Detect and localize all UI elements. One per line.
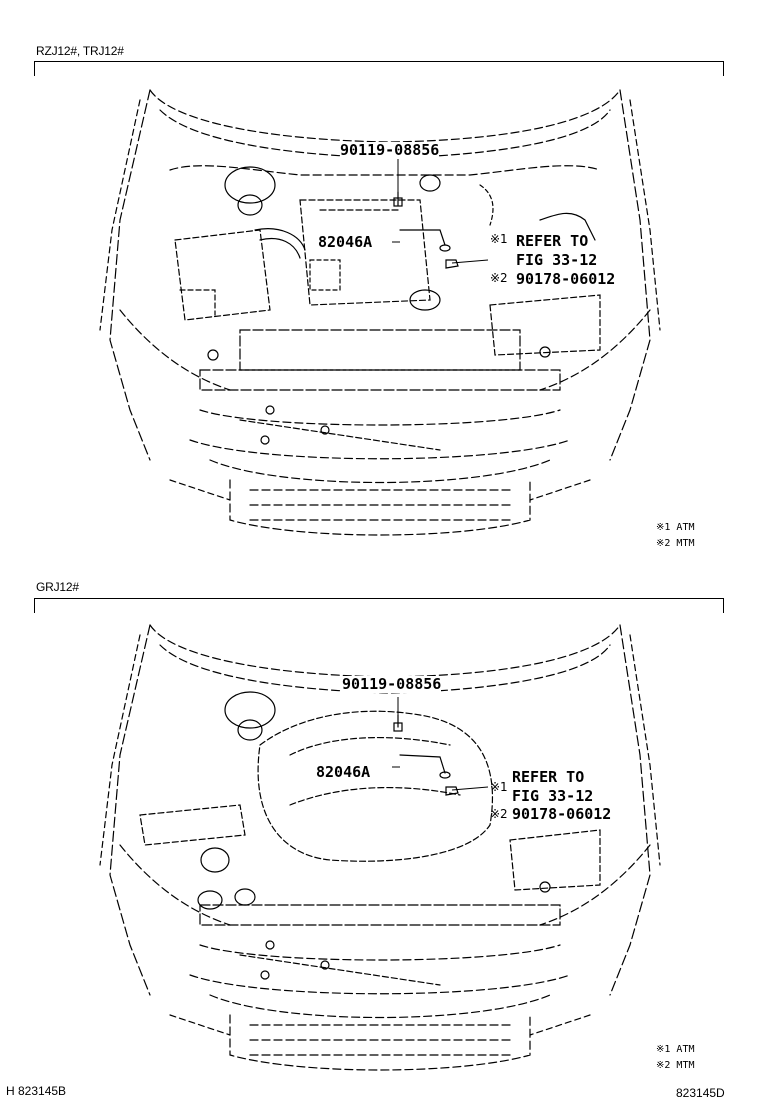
bolt-part-number: 90119-08856 (342, 675, 442, 693)
note-marker-1: ※1 (490, 232, 508, 246)
panel-frame (34, 598, 724, 613)
note-marker-2: ※2 (490, 807, 508, 821)
nut-part-number: 90178-06012 (512, 805, 612, 823)
bolt-part-number: 90119-08856 (340, 141, 440, 159)
refer-text-line2: FIG 33-12 (512, 787, 594, 805)
refer-text-line1: REFER TO (512, 768, 585, 786)
legend-mtm: ※2 MTM (656, 1060, 695, 1071)
engine-bay-illustration (99, 624, 661, 1071)
refer-text-line2: FIG 33-12 (516, 251, 598, 269)
panel-label: RZJ12#, TRJ12# (36, 44, 124, 58)
diagram-panel-rzj-trj: RZJ12#, TRJ12# (34, 44, 724, 549)
figure-id-left: H 823145B (6, 1084, 67, 1098)
cable-part-number: 82046A (316, 763, 371, 781)
note-marker-1: ※1 (490, 780, 508, 794)
figure-id-right: 823145D (676, 1086, 725, 1100)
note-marker-2: ※2 (490, 271, 508, 285)
engine-bay-illustration (99, 89, 661, 536)
legend-atm: ※1 ATM (656, 522, 695, 533)
cable-part-number: 82046A (318, 233, 373, 251)
refer-text-line1: REFER TO (516, 232, 589, 250)
panel-frame (34, 61, 724, 76)
panel-label: GRJ12# (36, 580, 79, 594)
legend-mtm: ※2 MTM (656, 538, 695, 549)
nut-part-number: 90178-06012 (516, 270, 616, 288)
legend-atm: ※1 ATM (656, 1044, 695, 1055)
diagram-panel-grj: GRJ12# (0, 570, 760, 1082)
